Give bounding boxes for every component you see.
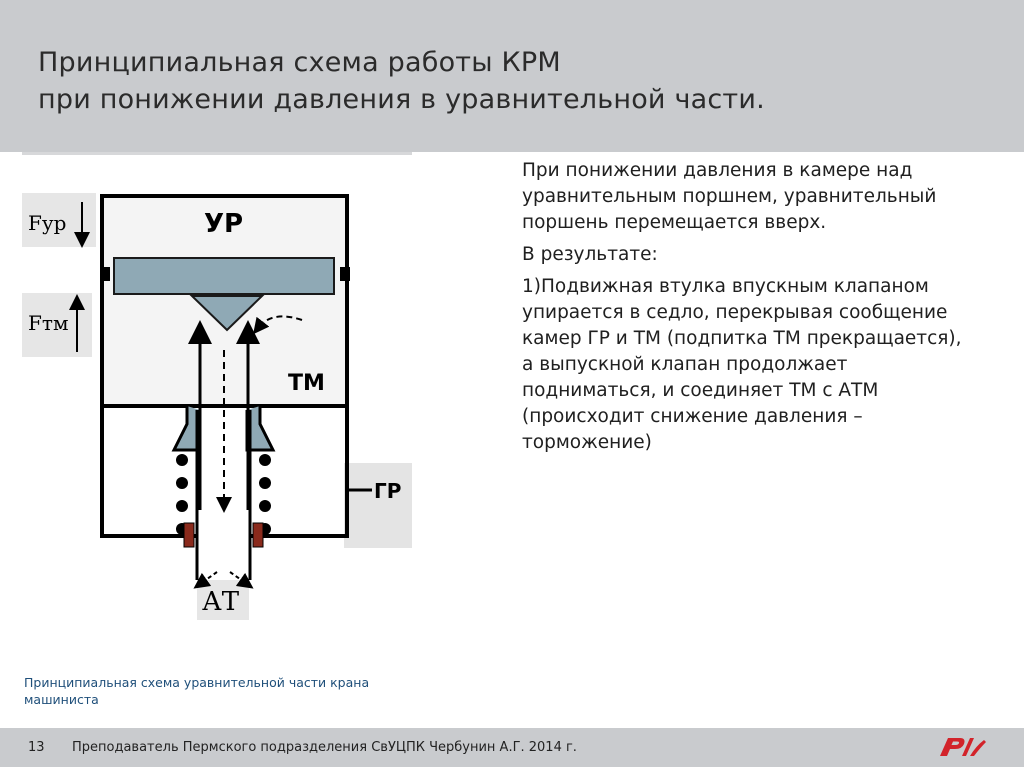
rzd-logo-icon [940,738,986,756]
label-tm: ТМ [288,371,325,396]
seal-left [183,522,195,548]
label-f-ur: Fур [28,211,66,235]
gr-chamber [100,406,349,538]
label-ur: УР [204,209,243,239]
label-f-tm: Fтм [28,311,69,335]
at-arrow-right [229,571,254,589]
paragraph-1: При понижении давления в камере над урав… [522,160,937,233]
krm-diagram: Fур Fтм УР ТМ ГР АТ [22,193,412,620]
header-divider [22,152,412,155]
page-title: Принципиальная схема работы КРМ при пони… [38,44,765,118]
description-text: При понижении давления в камере над урав… [522,158,972,462]
title-line-1: Принципиальная схема работы КРМ [38,47,561,78]
tm-flow-arrow [253,315,303,335]
ur-chamber [100,194,349,408]
footer-bar: 13 Преподаватель Пермского подразделения… [0,728,1024,767]
exhaust-valve [189,295,265,332]
gr-panel [344,463,412,548]
paragraph-2: В результате: [522,244,658,265]
seal-right [252,522,264,548]
title-line-2: при понижении давления в уравнительной ч… [38,84,765,115]
header-bar: Принципиальная схема работы КРМ при пони… [0,0,1024,152]
at-arrow-left [193,571,218,589]
paragraph-3: 1)Подвижная втулка впускным клапаном упи… [522,276,962,453]
piston-seal-left [100,267,110,281]
piston-seal-right [340,267,350,281]
equalizing-piston [113,257,335,295]
page-number: 13 [28,740,45,755]
label-gr: ГР [374,479,401,503]
diagram-caption: Принципиальная схема уравнительной части… [24,675,370,707]
footer-author: Преподаватель Пермского подразделения Св… [72,740,577,755]
label-at: АТ [202,587,240,617]
